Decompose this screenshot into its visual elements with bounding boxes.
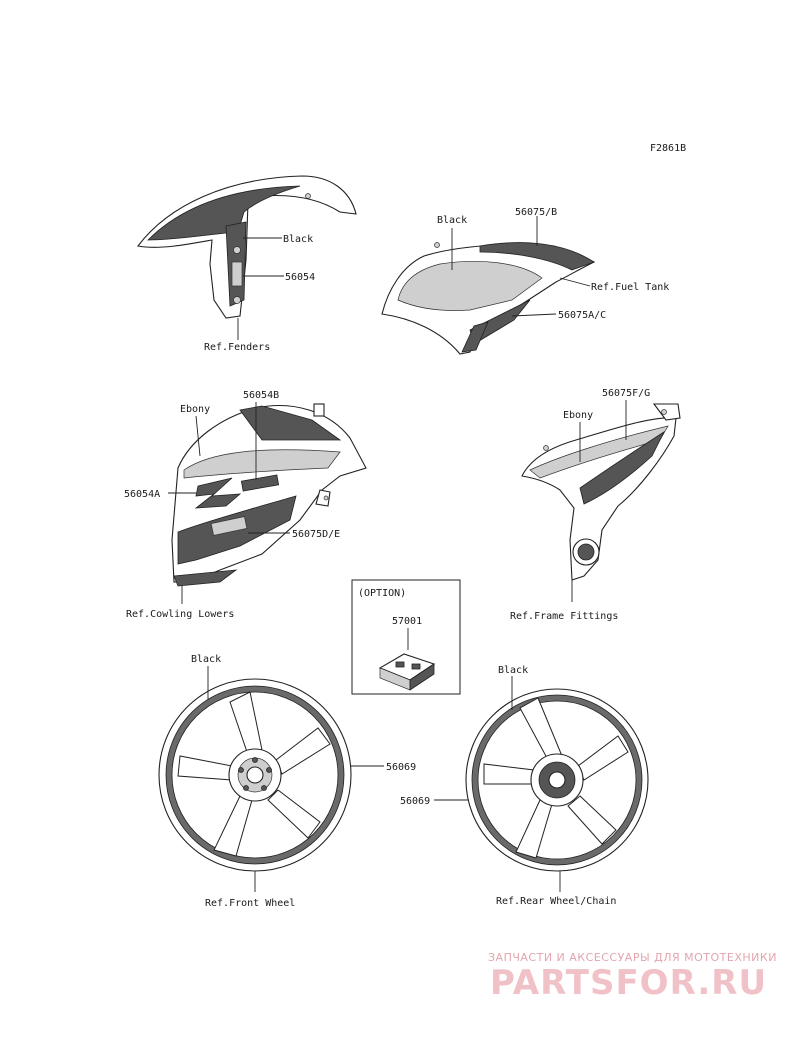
- front-ref-label: Ref.Front Wheel: [205, 898, 295, 909]
- fender-ref-label: Ref.Fenders: [204, 342, 270, 353]
- frame-ref-label: Ref.Frame Fittings: [510, 611, 618, 622]
- option-part-illustration: [378, 653, 436, 691]
- tank-black-label: Black: [437, 215, 467, 226]
- frame-cover-illustration: [521, 403, 681, 581]
- front-black-label: Black: [191, 654, 221, 665]
- option-title: (OPTION): [358, 588, 406, 599]
- rear-ref-label: Ref.Rear Wheel/Chain: [496, 896, 616, 907]
- tank-part-b-label: 56075/B: [515, 207, 557, 218]
- option-box: (OPTION) 57001: [351, 579, 461, 695]
- option-part-label: 57001: [392, 616, 422, 627]
- cowl-ebony-label: Ebony: [180, 404, 210, 415]
- cowl-part-a-label: 56054A: [124, 489, 160, 500]
- tank-ref-label: Ref.Fuel Tank: [591, 282, 669, 293]
- fender-black-label: Black: [283, 234, 313, 245]
- watermark-logo: PARTSFOR.RU: [490, 963, 768, 1003]
- front-wheel-illustration: [158, 678, 352, 872]
- watermark-tagline: ЗАПЧАСТИ И АКСЕССУАРЫ ДЛЯ МОТОТЕХНИКИ: [488, 951, 777, 964]
- front-part-label: 56069: [386, 762, 416, 773]
- rear-part-label: 56069: [400, 796, 430, 807]
- rear-black-label: Black: [498, 665, 528, 676]
- cowl-part-b-label: 56054B: [243, 390, 279, 401]
- cowl-part-de-label: 56075D/E: [292, 529, 340, 540]
- front-fender-illustration: [137, 175, 357, 319]
- frame-part-fg-label: 56075F/G: [602, 388, 650, 399]
- fender-part-label: 56054: [285, 272, 315, 283]
- frame-ebony-label: Ebony: [563, 410, 593, 421]
- cowl-ref-label: Ref.Cowling Lowers: [126, 609, 234, 620]
- fuel-tank-cover-illustration: [381, 242, 596, 355]
- rear-wheel-illustration: [465, 688, 649, 872]
- figure-code: F2861B: [650, 143, 686, 154]
- side-cowling-illustration: [171, 403, 367, 587]
- tank-part-ac-label: 56075A/C: [558, 310, 606, 321]
